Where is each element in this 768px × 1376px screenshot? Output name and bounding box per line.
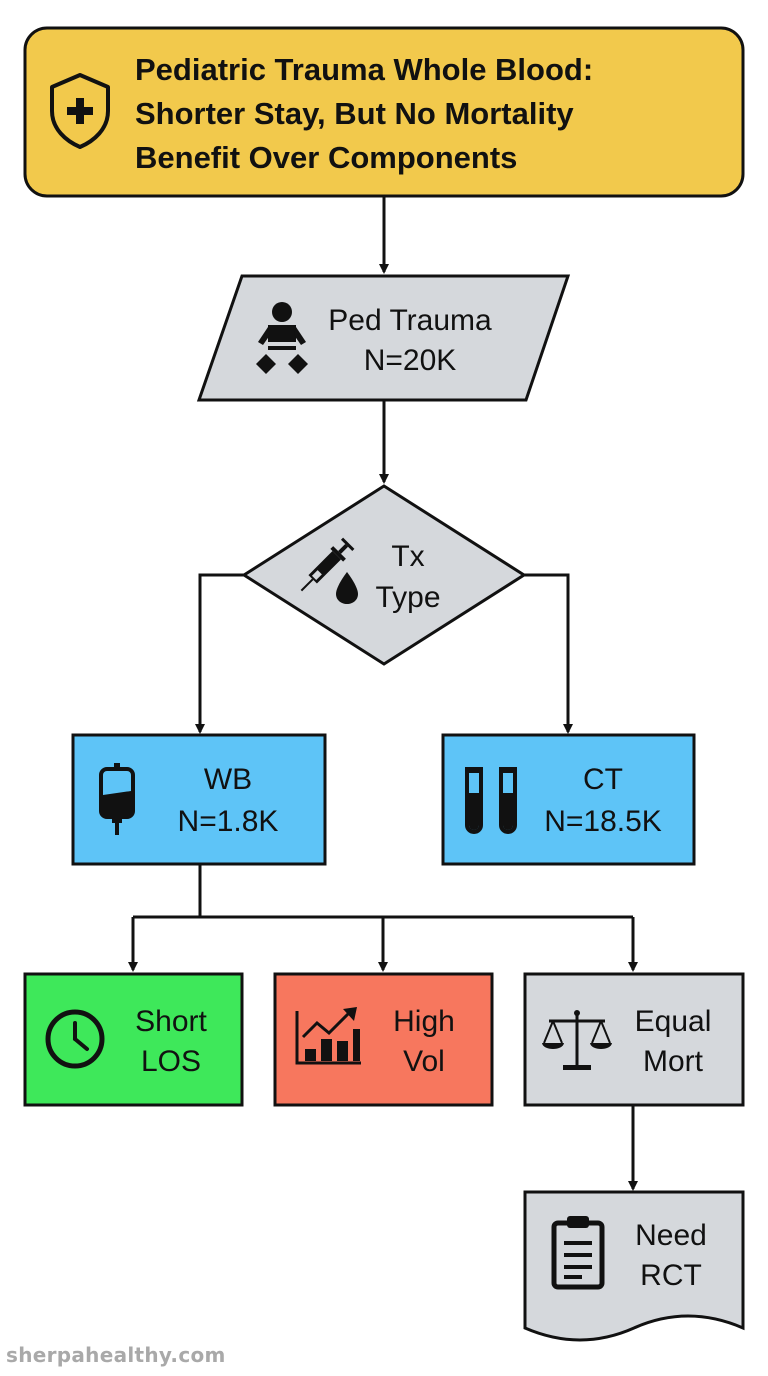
equal-mort-label-2: Mort: [643, 1045, 704, 1078]
footer-watermark: sherpahealthy.com: [6, 1343, 226, 1367]
edge-decision-wb: [195, 573, 244, 734]
wb-label-2: N=1.8K: [178, 805, 279, 838]
title-box: Pediatric Trauma Whole Blood: Shorter St…: [23, 26, 745, 198]
balance-scale-icon: [542, 1010, 612, 1070]
decision-label-1: Tx: [391, 540, 424, 573]
node-need-rct: Need RCT: [523, 1190, 745, 1342]
node-decision: Tx Type: [241, 484, 527, 666]
need-rct-shape: [523, 1190, 745, 1342]
connectors: [128, 196, 638, 1191]
clipboard-icon: [551, 1216, 605, 1290]
wb-label-1: WB: [204, 763, 252, 796]
high-vol-label-2: Vol: [403, 1045, 445, 1078]
title-line-1: Pediatric Trauma Whole Blood:: [135, 52, 593, 87]
ct-shape: [441, 733, 696, 866]
bar-chart-up-icon: [295, 1007, 361, 1065]
node-high-vol: High Vol: [273, 972, 494, 1107]
population-shape: [196, 274, 571, 402]
node-equal-mort: Equal Mort: [523, 972, 745, 1107]
syringe-drop-icon: [300, 537, 358, 604]
baby-icon: [256, 302, 308, 374]
short-los-label-2: LOS: [141, 1045, 201, 1078]
node-population: Ped Trauma N=20K: [196, 274, 571, 402]
decision-label-2: Type: [375, 581, 440, 614]
ct-label-2: N=18.5K: [544, 805, 662, 838]
population-label-1: Ped Trauma: [328, 304, 492, 337]
shield-plus-icon: [50, 73, 110, 149]
short-los-shape: [23, 972, 244, 1107]
node-wb: WB N=1.8K: [71, 733, 327, 866]
node-ct: CT N=18.5K: [441, 733, 696, 866]
title-box-shape: [23, 26, 745, 198]
equal-mort-label-1: Equal: [635, 1005, 712, 1038]
blood-bag-icon: [99, 763, 135, 835]
decision-shape: [241, 484, 527, 666]
population-label-2: N=20K: [364, 344, 457, 377]
edge-decision-ct: [524, 573, 573, 734]
test-tubes-icon: [465, 767, 517, 835]
need-rct-label-1: Need: [635, 1219, 707, 1252]
need-rct-label-2: RCT: [640, 1259, 702, 1292]
node-short-los: Short LOS: [23, 972, 244, 1107]
high-vol-shape: [273, 972, 494, 1107]
high-vol-label-1: High: [393, 1005, 455, 1038]
equal-mort-shape: [523, 972, 745, 1107]
clock-icon: [45, 1009, 105, 1069]
title-line-2: Shorter Stay, But No Mortality: [135, 96, 574, 131]
title-line-3: Benefit Over Components: [135, 140, 517, 175]
ct-label-1: CT: [583, 763, 623, 796]
short-los-label-1: Short: [135, 1005, 207, 1038]
